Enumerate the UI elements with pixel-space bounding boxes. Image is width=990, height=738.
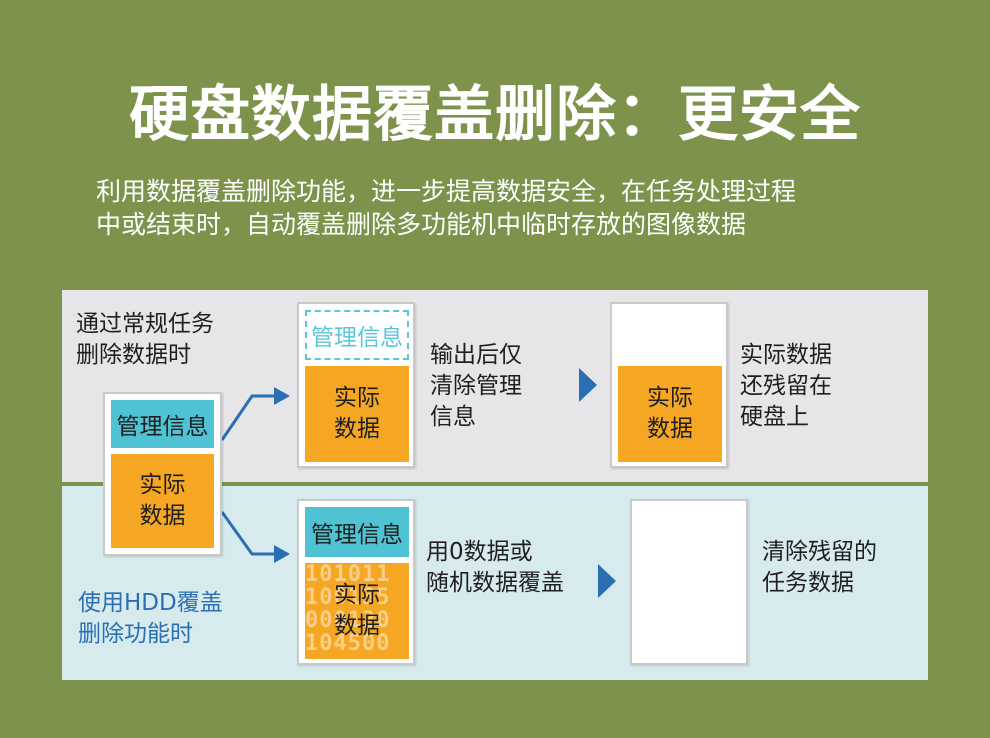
top-step1-document: 管理信息 实际数据 xyxy=(297,302,415,468)
source-mgmt-info: 管理信息 xyxy=(111,400,214,448)
remaining-actual-data: 实际数据 xyxy=(618,366,722,462)
bottom-mgmt-info: 管理信息 xyxy=(305,507,409,557)
bottom-step2-caption: 清除残留的 任务数据 xyxy=(762,539,877,596)
top-actual-data: 实际数据 xyxy=(305,366,409,462)
top-step1-caption: 输出后仅 清除管理 信息 xyxy=(430,342,522,430)
arrowhead-bottom xyxy=(274,545,290,563)
overwrite-digits: 101011 100135 000120 104500 xyxy=(305,563,391,656)
source-document: 管理信息 实际数据 xyxy=(103,392,222,556)
source-actual-data: 实际数据 xyxy=(111,454,214,548)
arrow-to-bottom xyxy=(220,511,276,556)
subtitle-line: 利用数据覆盖删除功能，进一步提高数据安全，在任务处理过程 xyxy=(96,177,797,206)
normal-deletion-label: 通过常规任务 删除数据时 xyxy=(76,311,214,368)
top-step2-document: 实际数据 xyxy=(610,302,728,468)
hdd-overwrite-label: 使用HDD覆盖 删除功能时 xyxy=(78,590,223,647)
bottom-step1-document: 管理信息 101011 100135 000120 104500 实际数据 xyxy=(297,499,415,665)
bottom-step-arrow xyxy=(598,564,616,598)
top-step-arrow xyxy=(579,368,597,402)
bottom-step1-caption: 用0数据或 随机数据覆盖 xyxy=(426,539,564,596)
subtitle-line: 中或结束时，自动覆盖删除多功能机中临时存放的图像数据 xyxy=(96,210,747,239)
top-step2-caption: 实际数据 还残留在 硬盘上 xyxy=(740,342,832,430)
bottom-step2-empty-document xyxy=(630,499,748,665)
arrow-to-top xyxy=(220,394,276,441)
overwritten-data-block: 101011 100135 000120 104500 实际数据 xyxy=(305,563,409,659)
subtitle: 利用数据覆盖删除功能，进一步提高数据安全，在任务处理过程 中或结束时，自动覆盖删… xyxy=(96,175,916,241)
arrowhead-top xyxy=(274,387,290,405)
cleared-mgmt-info: 管理信息 xyxy=(305,310,409,360)
page-title: 硬盘数据覆盖删除：更安全 xyxy=(129,80,861,150)
